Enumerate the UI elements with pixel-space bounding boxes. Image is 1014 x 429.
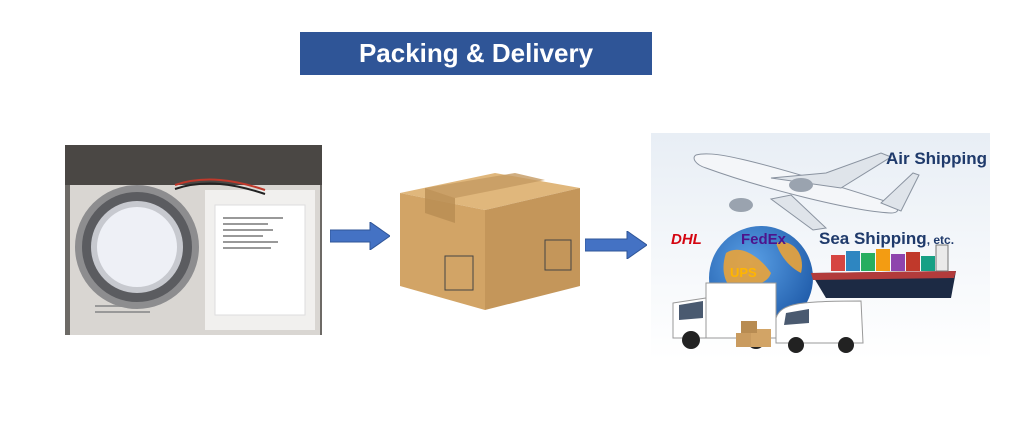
- logistics-collage: Air Shipping Sea Shipping, etc. DHL FedE…: [651, 133, 990, 360]
- arrow-right-icon: [329, 221, 391, 251]
- carrier-fedex-text: FedEx: [741, 231, 787, 248]
- carrier-logo-dhl: DHL: [671, 231, 702, 248]
- carrier-logo-ups: UPS: [730, 265, 757, 280]
- page-title: Packing & Delivery: [358, 38, 594, 68]
- van-icon: [775, 300, 864, 353]
- cargo-ship-icon: [811, 244, 956, 298]
- cardboard-box: [395, 168, 585, 313]
- sea-shipping-etc: , etc.: [926, 233, 955, 247]
- sea-shipping-text: Sea Shipping: [819, 229, 927, 248]
- product-packaging-photo: [65, 145, 322, 335]
- sea-shipping-label: Sea Shipping, etc.: [819, 229, 954, 249]
- air-shipping-label: Air Shipping: [886, 149, 988, 168]
- airplane-icon: [693, 152, 920, 231]
- page-title-banner: Packing & Delivery: [300, 32, 652, 75]
- arrow-right-icon: [584, 230, 648, 260]
- carrier-logo-fedex: FedEx: [741, 231, 786, 248]
